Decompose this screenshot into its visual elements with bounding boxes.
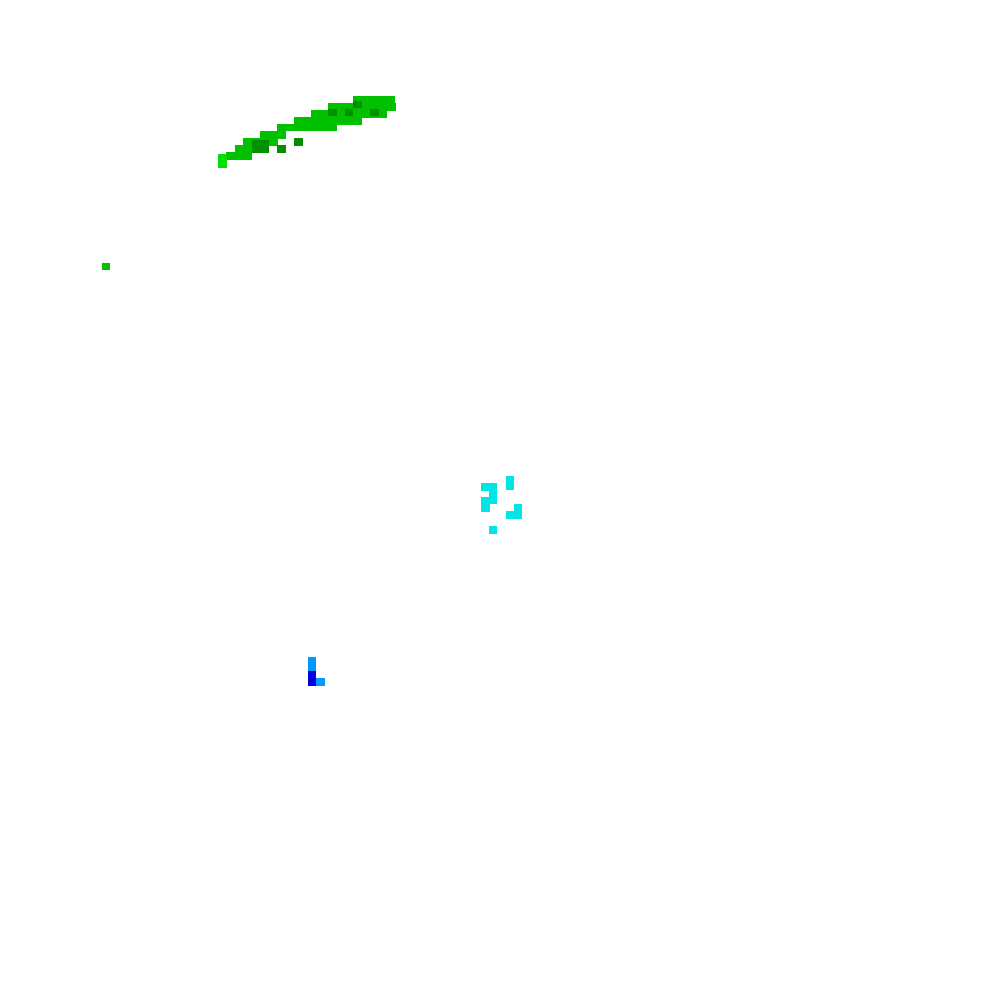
- cyan-pixel-block: [506, 511, 515, 519]
- light-blue-pixel-block: [316, 678, 325, 686]
- cyan-pixel-block: [506, 476, 514, 490]
- dark-green-pixel: [294, 138, 303, 146]
- dark-green-pixel: [277, 145, 286, 153]
- cyan-pixel-cluster: [481, 476, 522, 534]
- green-pixel-block: [353, 96, 395, 104]
- cyan-pixel-block: [514, 504, 522, 519]
- dark-green-pixel: [345, 109, 353, 116]
- green-streak-cluster: [218, 96, 396, 168]
- blue-pixel-block: [308, 671, 316, 686]
- cyan-pixel-block: [489, 490, 497, 504]
- light-green-pixel-block: [218, 154, 227, 168]
- green-pixel-block: [277, 124, 337, 131]
- green-pixel-block: [226, 152, 252, 160]
- dark-green-pixel: [353, 101, 362, 108]
- dark-green-pixel: [328, 109, 337, 116]
- cyan-pixel-block: [481, 497, 490, 512]
- light-blue-pixel-block: [308, 657, 316, 671]
- blue-pixel-cluster: [308, 657, 325, 686]
- cyan-pixel-block: [489, 526, 497, 534]
- green-pixel-block: [294, 117, 362, 125]
- cyan-pixel-block: [481, 483, 497, 491]
- green-pixel-block: [260, 131, 286, 139]
- dark-green-pixel: [370, 109, 379, 116]
- dark-green-pixel: [252, 140, 269, 153]
- isolated-green-pixel: [102, 263, 110, 270]
